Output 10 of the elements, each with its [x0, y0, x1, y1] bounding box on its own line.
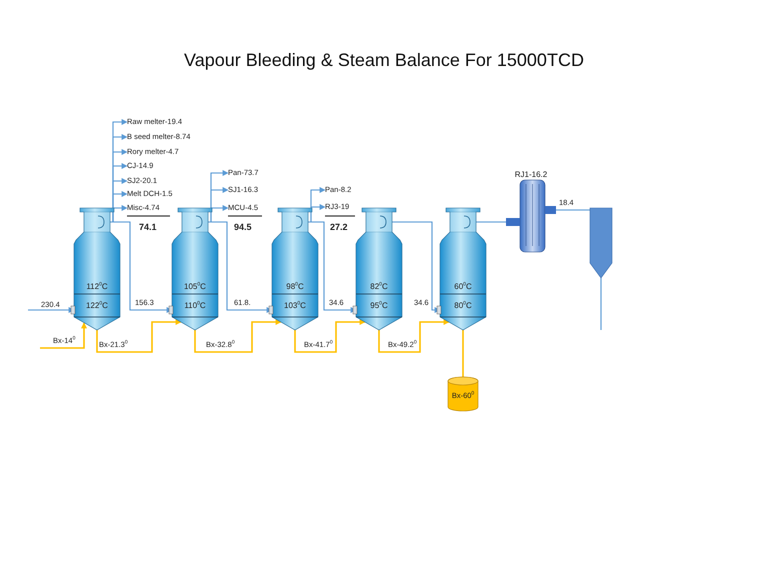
- syrup-flow-arrow: [40, 322, 87, 349]
- steam-total: 94.5: [234, 222, 252, 232]
- syrup-flow-arrow: [96, 319, 182, 353]
- steam-total: 74.1: [139, 222, 157, 232]
- diagram-title: Vapour Bleeding & Steam Balance For 15000TCD: [184, 50, 584, 71]
- heater-label: RJ1-16.2: [514, 170, 548, 180]
- syrup-flow-arrow: [194, 319, 282, 353]
- steam-total: 27.2: [330, 222, 348, 232]
- syrup-flow-arrow: [378, 319, 450, 353]
- syrup-flow-arrow: [294, 319, 366, 353]
